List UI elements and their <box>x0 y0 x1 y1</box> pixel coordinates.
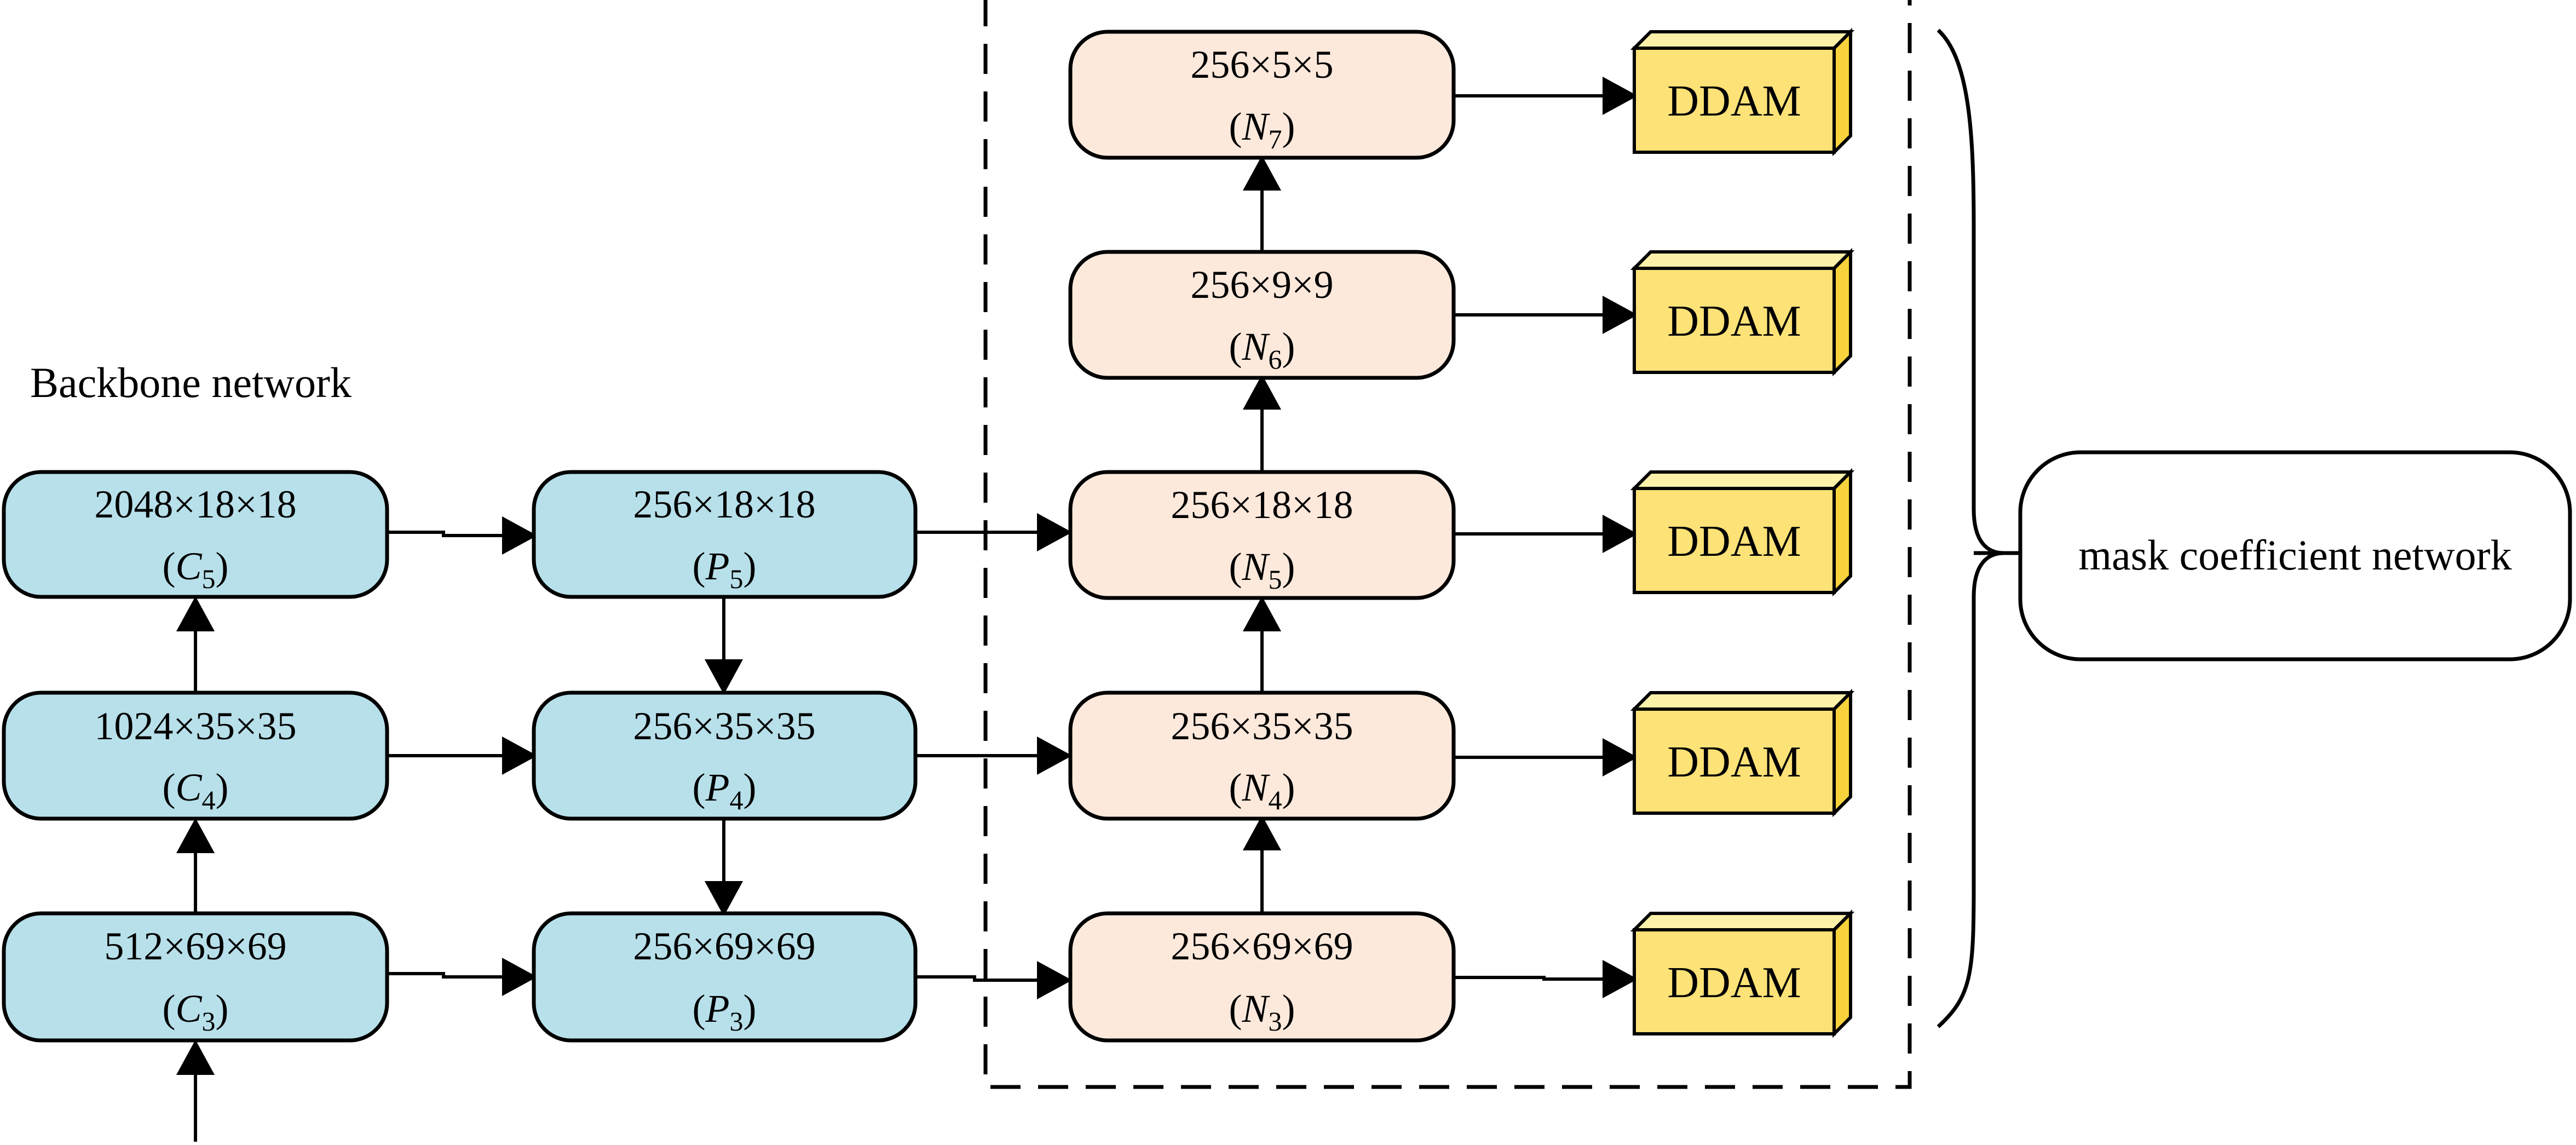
mask-coefficient-network: mask coefficient network <box>2018 450 2572 661</box>
n4-node: 256×35×35 (N4) <box>1068 691 1456 821</box>
p4-dims: 256×35×35 <box>633 704 815 748</box>
ddam-label: DDAM <box>1667 738 1801 786</box>
n6-node: 256×9×9 (N6) <box>1068 250 1456 380</box>
c4-dims: 1024×35×35 <box>94 704 296 748</box>
p3-dims: 256×69×69 <box>633 924 815 968</box>
c3-node: 512×69×69 (C3) <box>2 911 389 1043</box>
n5-node: 256×18×18 (N5) <box>1068 470 1456 600</box>
curly-brace <box>1937 28 2004 1028</box>
ddam-label: DDAM <box>1667 77 1801 125</box>
ddam-label: DDAM <box>1667 959 1801 1007</box>
c4-node: 1024×35×35 (C4) <box>2 691 389 821</box>
mask-coefficient-label: mask coefficient network <box>2078 531 2511 579</box>
c5-dims: 2048×18×18 <box>94 482 296 526</box>
p5-label: (P5) <box>693 544 757 594</box>
ddam-modules: DDAM DDAM DDAM DDAM DDAM <box>1630 27 1855 1038</box>
c5-label: (C5) <box>163 544 229 594</box>
n3-dims: 256×69×69 <box>1171 924 1353 968</box>
n4-dims: 256×35×35 <box>1171 704 1353 748</box>
ddam-label: DDAM <box>1667 297 1801 346</box>
ddam-module: DDAM <box>1630 909 1855 1038</box>
n3-label: (N3) <box>1229 987 1295 1037</box>
c3-label: (C3) <box>163 987 229 1037</box>
ddam-label: DDAM <box>1667 517 1801 566</box>
n6-label: (N6) <box>1229 325 1295 375</box>
n3-node: 256×69×69 (N3) <box>1068 911 1456 1043</box>
c3-dims: 512×69×69 <box>104 924 286 968</box>
p3-node: 256×69×69 (P3) <box>532 911 918 1043</box>
p4-label: (P4) <box>693 766 757 815</box>
backbone-network-title: Backbone network <box>30 359 351 406</box>
n4-label: (N4) <box>1229 766 1295 815</box>
p5-node: 256×18×18 (P5) <box>532 470 918 599</box>
c4-label: (C4) <box>163 766 229 815</box>
n5-label: (N5) <box>1229 545 1295 595</box>
p5-dims: 256×18×18 <box>633 482 815 526</box>
n7-label: (N7) <box>1229 105 1295 154</box>
n6-dims: 256×9×9 <box>1190 263 1333 307</box>
n7-dims: 256×5×5 <box>1190 43 1333 87</box>
ddam-module: DDAM <box>1630 248 1855 377</box>
connection-arrows <box>176 76 1638 1142</box>
ddam-module: DDAM <box>1630 27 1855 157</box>
ddam-module: DDAM <box>1630 468 1855 597</box>
n7-node: 256×5×5 (N7) <box>1068 30 1456 160</box>
ddam-module: DDAM <box>1630 688 1855 818</box>
p4-node: 256×35×35 (P4) <box>532 691 918 821</box>
c5-node: 2048×18×18 (C5) <box>2 470 389 599</box>
pan-dashed-region <box>983 0 1912 1089</box>
n5-dims: 256×18×18 <box>1171 483 1353 527</box>
p3-label: (P3) <box>693 987 757 1037</box>
